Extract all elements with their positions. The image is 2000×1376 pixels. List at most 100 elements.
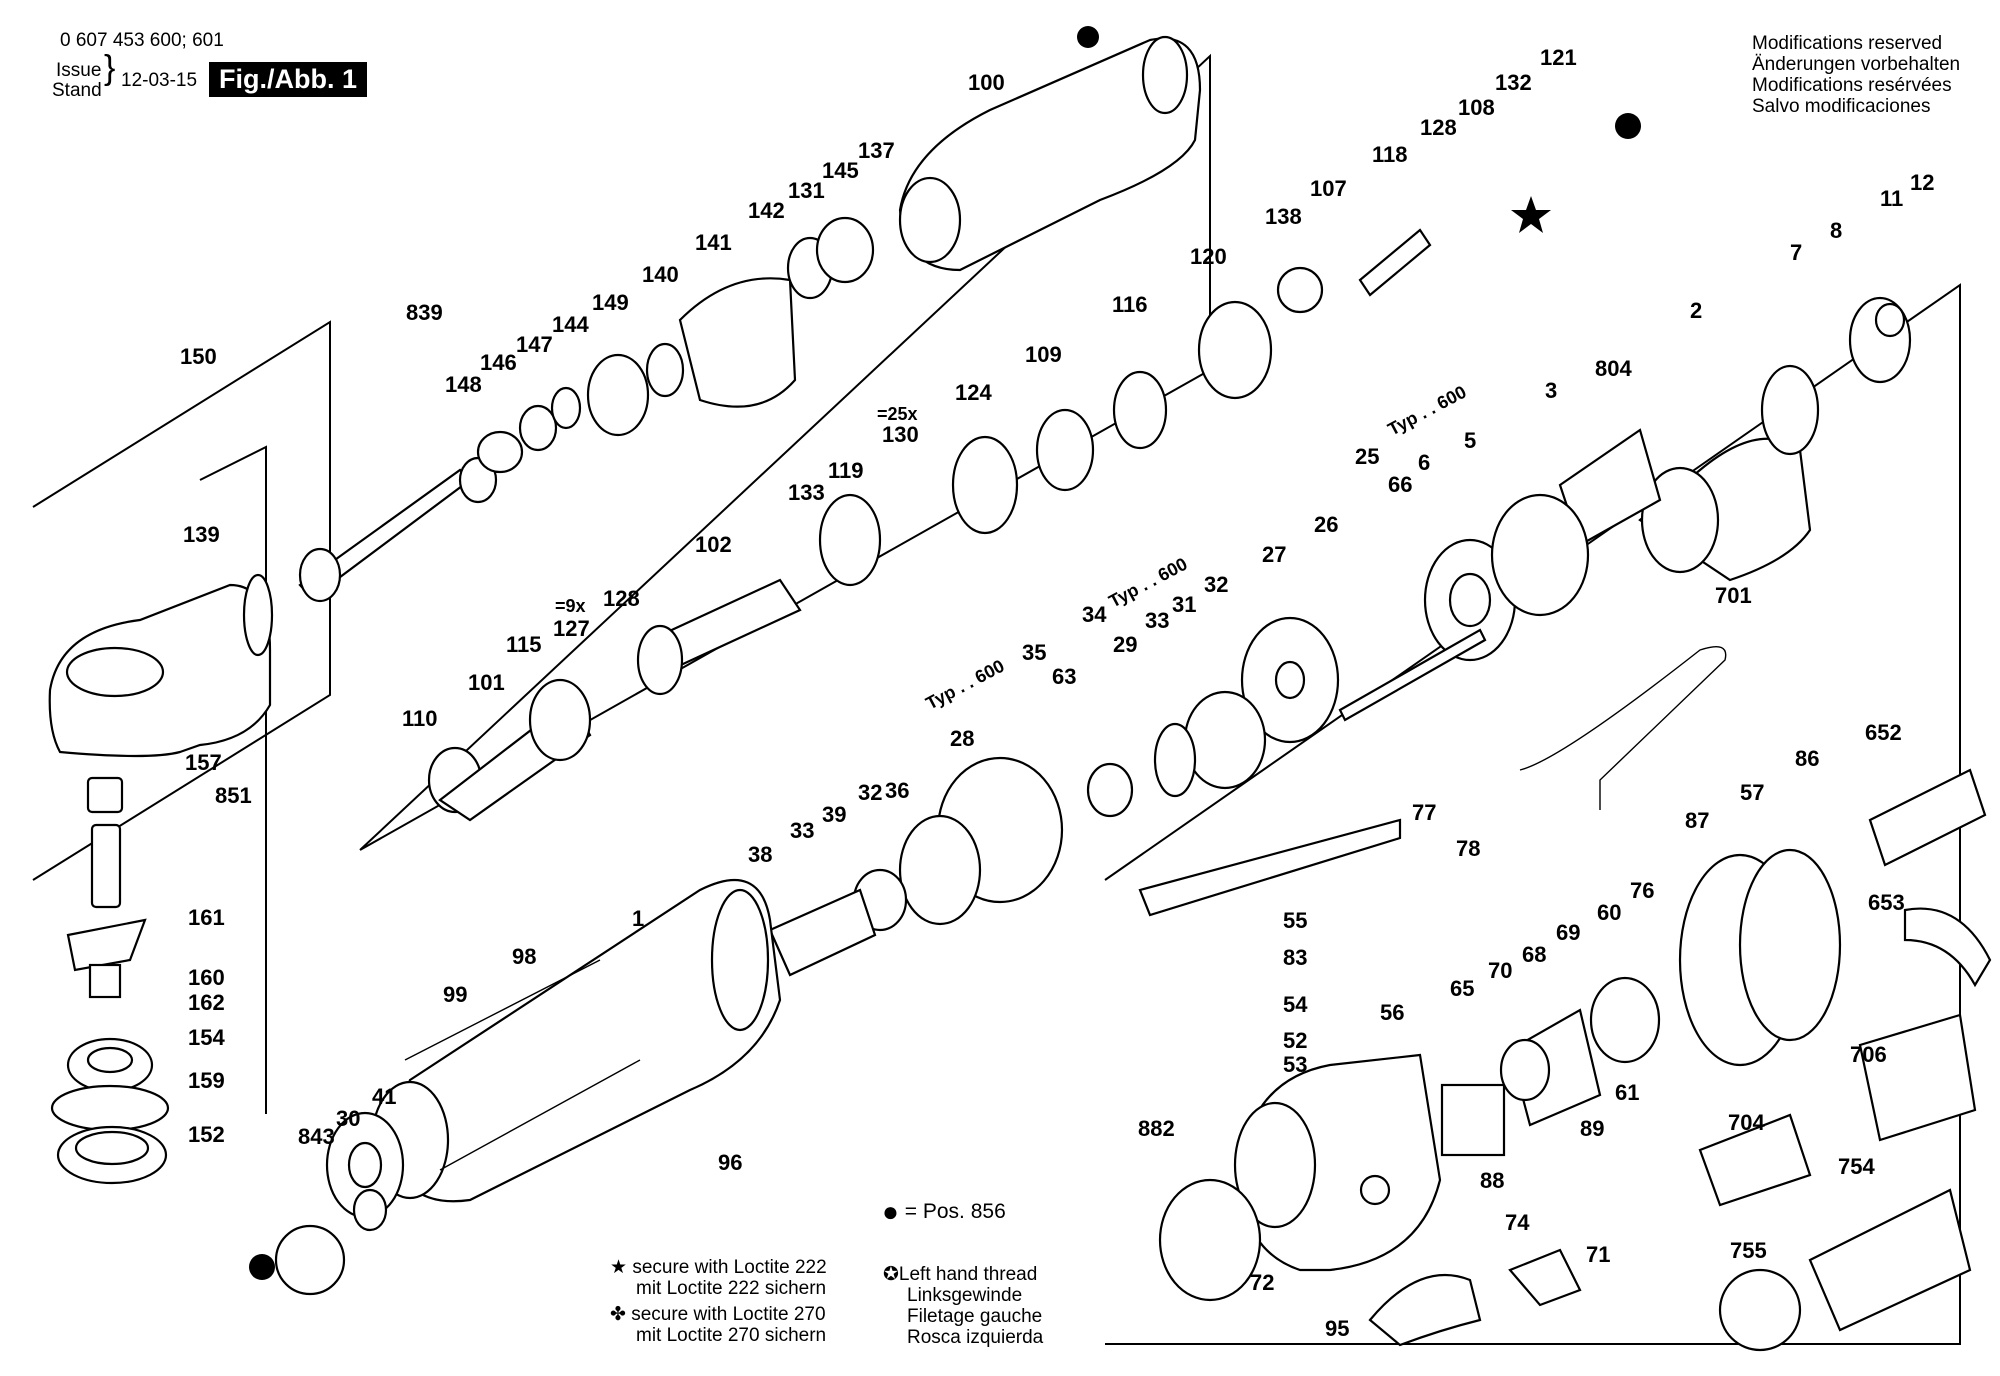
- part-label: 77: [1412, 800, 1436, 825]
- part-label: 95: [1325, 1316, 1349, 1341]
- part-label: 101: [468, 670, 505, 695]
- modifications-notice: Modifications reserved Änderungen vorbeh…: [1752, 33, 1960, 117]
- part-label: 41: [372, 1084, 396, 1109]
- part-label: 882: [1138, 1116, 1175, 1141]
- part-label: 115: [506, 632, 542, 657]
- part-label: 146: [480, 350, 517, 375]
- part-label: 162: [188, 990, 225, 1015]
- issue-date: 12-03-15: [121, 70, 198, 91]
- part-label: 147: [516, 332, 553, 357]
- part-label: 11: [1880, 186, 1903, 211]
- qty-9x: =9x: [555, 596, 586, 616]
- part-label: 132: [1495, 70, 1532, 95]
- part-label: 28: [950, 726, 974, 751]
- part-label: 141: [695, 230, 732, 255]
- part-label: 99: [443, 982, 467, 1007]
- part-label: 120: [1190, 244, 1227, 269]
- loctite-222-legend: ★ secure with Loctite 222 mit Loctite 22…: [610, 1257, 827, 1299]
- part-label: 74: [1505, 1210, 1530, 1235]
- part-label: 754: [1838, 1154, 1875, 1179]
- part-label: 54: [1283, 992, 1308, 1017]
- part-label: 137: [858, 138, 895, 163]
- part-label: 100: [968, 70, 1005, 95]
- angle-head-assembly: [48, 573, 274, 1185]
- part-label: 142: [748, 198, 785, 223]
- clover-icon: ✤: [610, 1304, 632, 1325]
- part-label: 70: [1488, 958, 1512, 983]
- part-label: 704: [1728, 1110, 1765, 1135]
- figure-label: Fig./Abb. 1: [209, 62, 367, 97]
- rotor-and-cylinder: [1423, 296, 1912, 662]
- part-label: 140: [642, 262, 679, 287]
- part-label: 652: [1865, 720, 1902, 745]
- part-label: 36: [885, 778, 909, 803]
- part-label: 851: [215, 783, 252, 808]
- part-label: 39: [822, 802, 846, 827]
- part-label: 60: [1597, 900, 1621, 925]
- part-label: 109: [1025, 342, 1062, 367]
- part-label: 57: [1740, 780, 1764, 805]
- part-label: 755: [1730, 1238, 1767, 1263]
- part-labels: 100 137 145 131 142 141 140 149 144 147 …: [180, 45, 1934, 1341]
- part-label: 83: [1283, 945, 1307, 970]
- part-label: 159: [188, 1068, 225, 1093]
- part-label: 2: [1690, 298, 1702, 323]
- part-label: 38: [748, 842, 772, 867]
- part-label: 78: [1456, 836, 1480, 861]
- part-label: 3: [1545, 378, 1557, 403]
- part-label: 160: [188, 965, 225, 990]
- part-label: 98: [512, 944, 536, 969]
- part-label: 71: [1586, 1242, 1610, 1267]
- pos-856-legend: ● = Pos. 856: [882, 1196, 1006, 1227]
- part-label: 144: [552, 312, 589, 337]
- part-label: 116: [1112, 292, 1148, 317]
- part-label: 12: [1910, 170, 1934, 195]
- part-label: 154: [188, 1025, 225, 1050]
- valve-parts: [427, 228, 1432, 822]
- part-label: 27: [1262, 542, 1286, 567]
- part-label: 157: [185, 750, 222, 775]
- part-label: 6: [1418, 450, 1430, 475]
- part-label: 804: [1595, 356, 1632, 381]
- part-label: 149: [592, 290, 629, 315]
- part-label: 145: [822, 158, 859, 183]
- part-label: 61: [1615, 1080, 1639, 1105]
- mod-fr: Modifications resérvées: [1752, 75, 1952, 96]
- part-label: 88: [1480, 1168, 1504, 1193]
- stand-label: Stand: [52, 80, 102, 101]
- part-label: 32: [1204, 572, 1228, 597]
- part-label: 102: [695, 532, 732, 557]
- part-label: 131: [788, 178, 825, 203]
- motor-housing-100: [898, 35, 1202, 272]
- part-label: 107: [1310, 176, 1347, 201]
- part-label: 69: [1556, 920, 1580, 945]
- part-label: 76: [1630, 878, 1654, 903]
- mod-en: Modifications reserved: [1752, 33, 1943, 54]
- part-label: 139: [183, 522, 220, 547]
- main-housing-1: [274, 878, 782, 1296]
- part-label: 8: [1830, 218, 1842, 243]
- part-label: 130: [882, 422, 919, 447]
- loctite-270-legend: ✤ secure with Loctite 270 mit Loctite 27…: [610, 1304, 827, 1346]
- part-label: 118: [1372, 142, 1408, 167]
- part-label: 7: [1790, 240, 1802, 265]
- part-label: 127: [553, 616, 590, 641]
- part-label: 1: [632, 906, 644, 931]
- part-label: 706: [1850, 1042, 1887, 1067]
- star-circle-icon: ✪: [883, 1264, 899, 1285]
- part-label: 148: [445, 372, 482, 397]
- part-label: 30: [336, 1106, 360, 1131]
- part-label: 5: [1464, 428, 1476, 453]
- part-label: 133: [788, 480, 825, 505]
- left-thread-legend: ✪Left hand thread Linksgewinde Filetage …: [883, 1264, 1044, 1348]
- part-label: 124: [955, 380, 992, 405]
- part-label: 839: [406, 300, 443, 325]
- part-label: 843: [298, 1124, 335, 1149]
- mod-de: Änderungen vorbehalten: [1752, 54, 1961, 75]
- qty-25x: =25x: [877, 404, 918, 424]
- part-label: 63: [1052, 664, 1076, 689]
- part-label: 56: [1380, 1000, 1404, 1025]
- part-label: 31: [1172, 592, 1196, 617]
- part-label: 32: [858, 780, 882, 805]
- part-number: 0 607 453 600; 601: [60, 30, 224, 51]
